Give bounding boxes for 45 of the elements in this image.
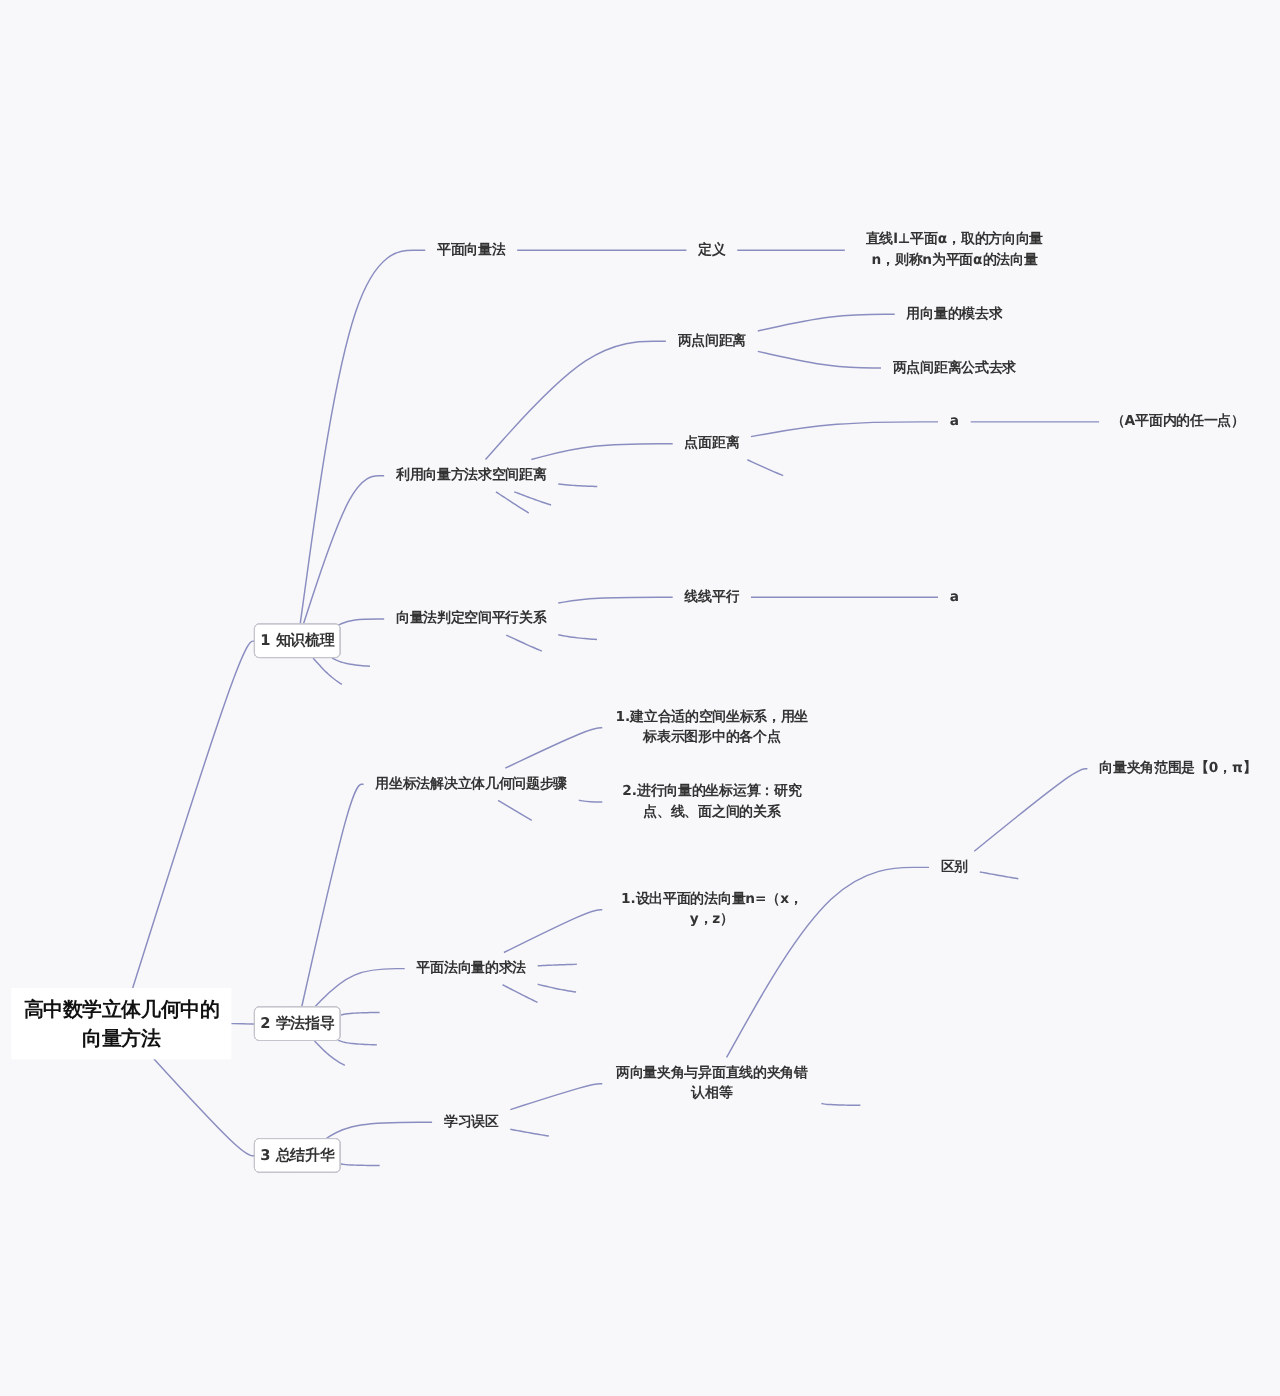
connector: [313, 967, 406, 1008]
connector: [312, 657, 343, 685]
connector: [970, 421, 1100, 423]
connector: [578, 799, 603, 803]
connector: [131, 640, 256, 990]
connector: [536, 963, 578, 967]
connector: [504, 726, 603, 769]
connector: [313, 1040, 346, 1067]
connector: [557, 596, 674, 604]
connector: [324, 1121, 433, 1140]
connector: [509, 1128, 550, 1137]
connector: [299, 249, 426, 625]
connector: [331, 657, 371, 667]
connector: [725, 866, 930, 1059]
node-box: 高中数学立体几何中的向量方法: [11, 987, 232, 1060]
connector: [750, 421, 939, 438]
connector: [509, 1083, 603, 1111]
connector: [536, 983, 577, 993]
connector: [302, 474, 385, 625]
connector: [339, 1163, 381, 1167]
connector: [530, 442, 674, 461]
connector: [337, 1039, 378, 1046]
connector: [339, 1011, 381, 1016]
connector: [746, 459, 784, 477]
connector: [757, 313, 896, 332]
connector: [501, 983, 539, 1003]
connector: [516, 249, 688, 251]
connector: [557, 634, 598, 641]
connector: [505, 634, 543, 652]
connector: [484, 340, 667, 461]
connector: [979, 871, 1020, 880]
connector: [495, 491, 530, 514]
connector: [557, 483, 599, 488]
connector: [513, 491, 552, 506]
connector: [497, 799, 533, 821]
connector: [820, 1102, 862, 1106]
connector: [337, 618, 385, 626]
connector: [750, 596, 939, 598]
connector: [757, 350, 882, 369]
connector: [973, 768, 1089, 852]
connector: [230, 1022, 256, 1025]
connector: [503, 908, 603, 954]
connector: [300, 783, 365, 1008]
connector: [153, 1058, 256, 1157]
connector: [736, 249, 846, 251]
